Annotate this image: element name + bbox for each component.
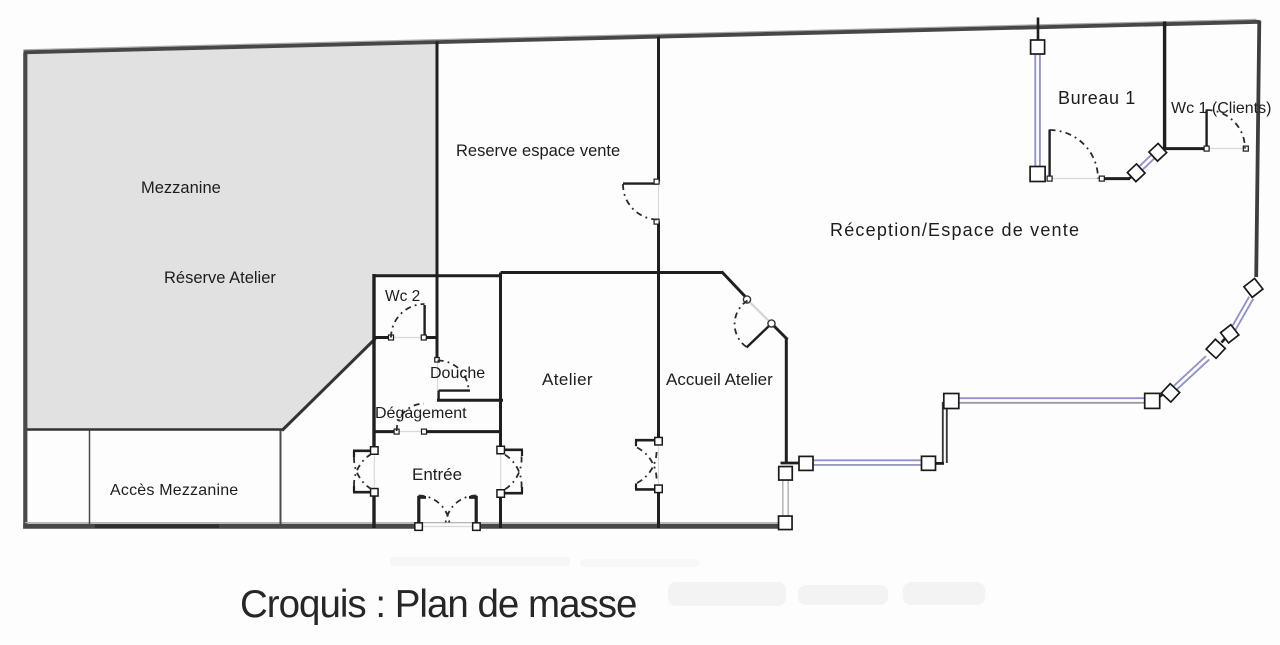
svg-text:Douche: Douche [430, 365, 485, 382]
svg-text:Accès Mezzanine: Accès Mezzanine [110, 482, 238, 499]
svg-text:Reserve espace vente: Reserve espace vente [456, 142, 620, 160]
svg-text:Wc 2: Wc 2 [385, 288, 420, 305]
svg-text:Wc 1 (Clients): Wc 1 (Clients) [1171, 100, 1271, 117]
svg-text:Réserve Atelier: Réserve Atelier [164, 269, 276, 287]
svg-text:Croquis : Plan de masse: Croquis : Plan de masse [240, 583, 636, 626]
svg-text:Entrée: Entrée [412, 465, 462, 484]
svg-text:Bureau 1: Bureau 1 [1058, 88, 1136, 108]
svg-text:Dégagement: Dégagement [375, 405, 467, 422]
svg-text:Réception/Espace de vente: Réception/Espace de vente [830, 220, 1080, 240]
svg-text:Atelier: Atelier [542, 370, 593, 389]
svg-text:Mezzanine: Mezzanine [141, 179, 221, 197]
svg-text:Accueil Atelier: Accueil Atelier [666, 370, 773, 389]
